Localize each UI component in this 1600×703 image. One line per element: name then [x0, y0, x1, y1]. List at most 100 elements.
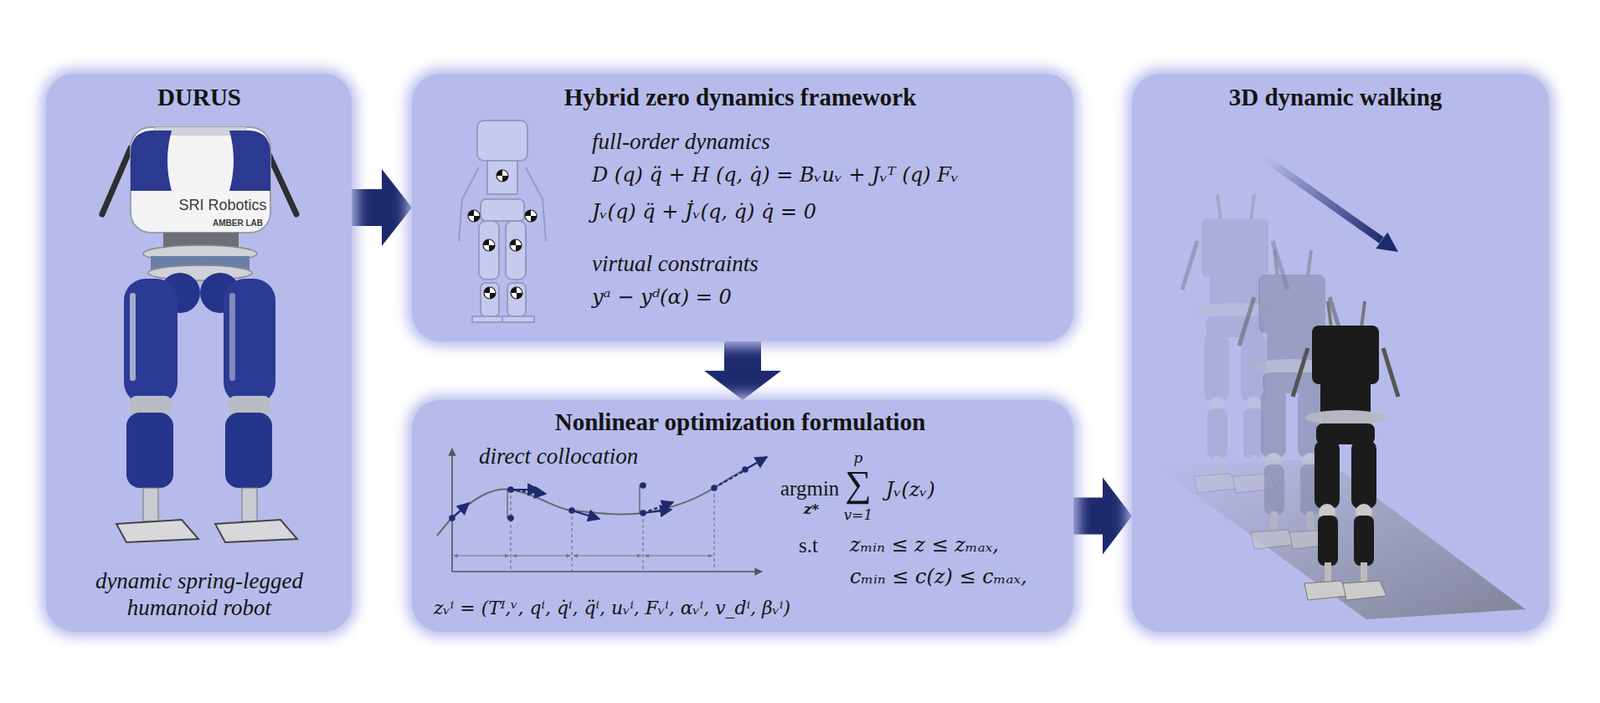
illustration-part — [502, 316, 535, 323]
equation: zᵥⁱ = (Tᴵ,ᵛ, qⁱ, q̇ⁱ, q̈ⁱ, uᵥⁱ, Fᵥⁱ, αᵥⁱ… — [433, 597, 791, 619]
illustration-part — [713, 488, 715, 572]
panel: Nonlinear optimization formulation direct… — [411, 400, 1074, 633]
flow-arrow — [704, 341, 782, 401]
panel: Hybrid zero dynamics framework full-order… — [411, 73, 1074, 342]
robot-photo — [46, 73, 352, 633]
illustration-part — [644, 555, 713, 556]
illustration-part — [745, 457, 767, 470]
math-subscript: z* — [803, 501, 820, 519]
illustration-part — [509, 239, 522, 252]
illustration-part — [639, 485, 644, 514]
panel-caption: dynamic spring-legged humanoid robot — [73, 567, 325, 623]
math-operator: s.t — [798, 534, 819, 559]
panel: 3D dynamic walking — [1131, 73, 1549, 633]
illustration-part — [509, 489, 511, 572]
illustration-part — [453, 555, 713, 556]
flow-arrow — [1073, 478, 1132, 556]
panel-title: DURUS — [157, 83, 242, 112]
section-heading: direct collocation — [478, 443, 638, 470]
illustration-part — [571, 510, 572, 572]
illustration-part — [643, 502, 674, 514]
illustration-part — [487, 160, 518, 195]
illustration-part — [507, 489, 511, 519]
illustration-part — [448, 514, 456, 522]
illustration-part — [477, 120, 528, 161]
illustration-part — [267, 150, 297, 215]
illustration-part — [1265, 158, 1382, 241]
math-operator: argmin — [780, 477, 839, 502]
illustration-part — [642, 513, 644, 572]
illustration-part — [229, 130, 271, 191]
illustration-part — [130, 127, 271, 233]
illustration-part — [507, 282, 526, 317]
illustration-part — [130, 130, 172, 191]
illustration-part — [116, 519, 199, 543]
illustration-part — [1375, 231, 1399, 253]
equation: zₘᵢₙ ≤ z ≤ zₘₐₓ, — [849, 534, 999, 558]
illustration-part — [126, 412, 174, 489]
illustration-part — [437, 469, 746, 536]
illustration-part — [510, 489, 546, 494]
illustration-part — [639, 482, 647, 489]
illustration-part — [507, 486, 515, 494]
equation: Jᵥ(zᵥ) — [885, 478, 936, 503]
logo-text: SRI Robotics — [178, 197, 267, 215]
equation: Jᵥ(q) q̈ + J̇ᵥ(q, q̇) q̇ = 0 — [591, 200, 817, 225]
panel-title: Hybrid zero dynamics framework — [564, 83, 917, 112]
illustration-part — [710, 484, 718, 492]
equation: yᵃ − yᵈ(α) = 0 — [591, 286, 732, 310]
math-operator: ∑ — [844, 463, 871, 507]
flow-arrow — [351, 169, 412, 247]
illustration-part — [143, 488, 159, 522]
illustration-part — [241, 488, 258, 522]
illustration-part — [510, 287, 523, 299]
illustration-part — [1292, 301, 1399, 601]
illustration-part — [483, 287, 496, 299]
illustration-part — [571, 510, 600, 520]
illustration-part — [472, 316, 505, 323]
illustration-part — [451, 448, 453, 572]
illustration-part — [453, 555, 510, 556]
illustration-part — [639, 509, 647, 517]
illustration-part — [468, 210, 480, 222]
section-heading: full-order dynamics — [591, 128, 771, 155]
illustration-part — [148, 265, 253, 281]
panel-title: Nonlinear optimization formulation — [555, 408, 927, 437]
illustration-part — [643, 509, 672, 514]
illustration-part — [478, 221, 500, 280]
illustration-part — [223, 278, 276, 405]
panel: DURUS dynamic spring-legged humanoid robo… — [46, 73, 352, 633]
illustration-part — [448, 466, 749, 522]
illustration-part — [525, 167, 546, 242]
illustration-part — [505, 221, 526, 280]
walking-sequence — [1131, 73, 1549, 633]
illustration-part — [496, 169, 509, 182]
section-heading: virtual constraints — [591, 251, 759, 278]
illustration-part — [568, 507, 576, 515]
illustration-part — [225, 412, 273, 489]
illustration-part — [512, 555, 571, 556]
equation: D (q) q̈ + H (q, q̇) = Bᵥuᵥ + Jᵥᵀ (q) Fᵥ — [591, 164, 959, 188]
illustration-part — [510, 488, 715, 572]
illustration-part — [524, 210, 537, 222]
illustration-part — [123, 278, 178, 405]
illustration-part — [573, 555, 642, 556]
illustration-part — [510, 488, 540, 491]
illustration-part — [452, 503, 469, 519]
illustration-part — [480, 282, 500, 317]
illustration-part — [229, 293, 236, 381]
illustration-part — [480, 199, 525, 222]
illustration-part — [129, 293, 136, 381]
illustration-part — [741, 466, 749, 474]
panel-title: 3D dynamic walking — [1229, 83, 1443, 112]
illustration-part — [215, 519, 298, 543]
math-subscript: v=1 — [843, 507, 874, 525]
illustration-part — [102, 148, 131, 215]
illustration-part — [458, 167, 479, 242]
illustration-part — [452, 571, 762, 573]
illustration-part — [458, 120, 546, 323]
illustration-part — [483, 239, 495, 252]
illustration-part — [507, 514, 515, 522]
equation: cₘᵢₙ ≤ c(z) ≤ cₘₐₓ, — [849, 565, 1028, 590]
